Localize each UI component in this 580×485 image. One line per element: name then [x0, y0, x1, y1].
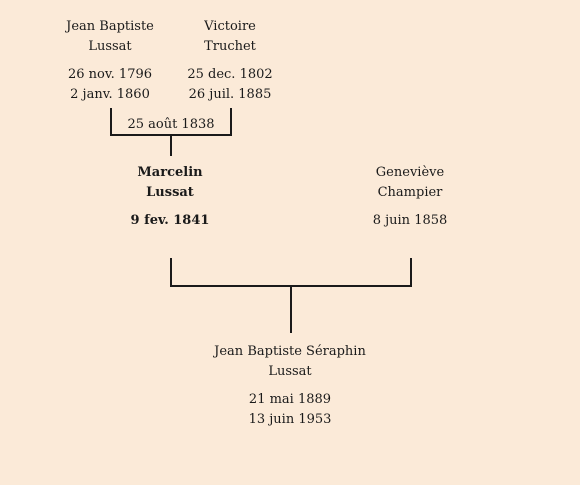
mother-last-name: Champier — [377, 185, 443, 200]
paternal-grandfather-death-date: 2 janv. 1860 — [70, 87, 150, 102]
grandfather-drop-line — [110, 108, 112, 136]
grandmother-drop-line — [230, 108, 232, 136]
paternal-grandfather-last-name: Lussat — [88, 39, 132, 54]
mother-birth-date: 8 juin 1858 — [372, 213, 448, 228]
father-first-name: Marcelin — [137, 165, 203, 180]
paternal-grandmother-last-name: Truchet — [204, 39, 256, 54]
mother-card: Geneviève Champier 8 juin 1858 — [350, 163, 470, 231]
subject-birth-date: 21 mai 1889 — [248, 392, 332, 407]
father-card: Marcelin Lussat 9 fev. 1841 — [110, 163, 230, 231]
father-descent-line — [170, 134, 172, 156]
father-birth-date: 9 fev. 1841 — [130, 213, 210, 228]
paternal-grandmother-first-name: Victoire — [204, 19, 256, 34]
father-drop-line — [170, 258, 172, 287]
subject-descent-line — [290, 285, 292, 333]
paternal-grandfather-first-name: Jean Baptiste — [66, 19, 154, 34]
subject-last-name: Lussat — [268, 364, 312, 379]
subject-card: Jean Baptiste Séraphin Lussat 21 mai 188… — [190, 342, 390, 430]
paternal-grandmother-birth-date: 25 dec. 1802 — [187, 67, 273, 82]
subject-death-date: 13 juin 1953 — [248, 412, 332, 427]
paternal-grandfather-birth-date: 26 nov. 1796 — [67, 67, 153, 82]
paternal-grandmother-card: Victoire Truchet 25 dec. 1802 26 juil. 1… — [170, 17, 290, 105]
paternal-grandmother-death-date: 26 juil. 1885 — [188, 87, 272, 102]
mother-drop-line — [410, 258, 412, 287]
father-last-name: Lussat — [146, 185, 194, 200]
paternal-grandfather-card: Jean Baptiste Lussat 26 nov. 1796 2 janv… — [50, 17, 170, 105]
subject-first-name: Jean Baptiste Séraphin — [214, 344, 366, 359]
mother-first-name: Geneviève — [375, 165, 445, 180]
grandparents-marriage-date: 25 août 1838 — [127, 117, 215, 132]
